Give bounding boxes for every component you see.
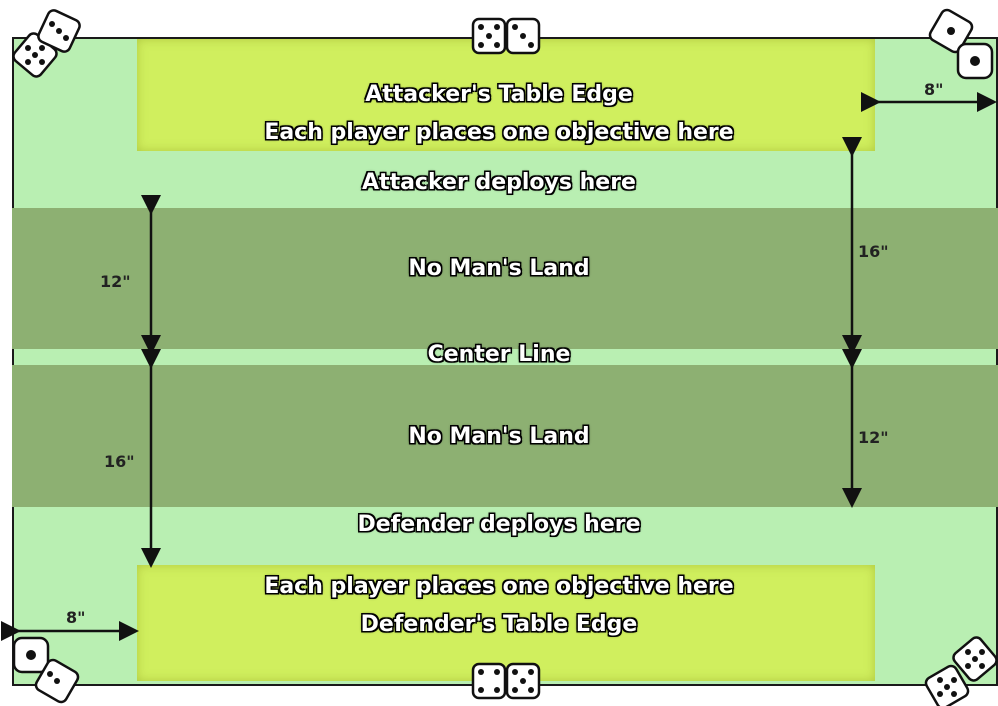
no-mans-land-bottom-zone — [12, 365, 998, 507]
defender-objective-label: Each player places one objective here — [264, 574, 734, 599]
attacker-edge-title: Attacker's Table Edge — [365, 82, 633, 107]
defender-deploy-label: Defender deploys here — [357, 512, 641, 537]
center-line-label: Center Line — [427, 342, 571, 367]
measure-right-lower: 12" — [858, 428, 889, 447]
no-mans-land-bottom-label: No Man's Land — [408, 424, 590, 449]
no-mans-land-top-label: No Man's Land — [408, 256, 590, 281]
attacker-objective-label: Each player places one objective here — [264, 120, 734, 145]
attacker-deploy-label: Attacker deploys here — [362, 170, 636, 195]
defender-edge-title: Defender's Table Edge — [360, 612, 638, 637]
dice-icon — [12, 8, 998, 706]
defender-table-edge-zone — [137, 565, 875, 681]
no-mans-land-top-zone — [12, 208, 998, 349]
measure-right-upper: 16" — [858, 242, 889, 261]
background-left — [0, 0, 12, 706]
measure-left-lower: 16" — [104, 452, 135, 471]
measure-left-upper: 12" — [100, 272, 131, 291]
attacker-table-edge-zone — [137, 39, 875, 151]
